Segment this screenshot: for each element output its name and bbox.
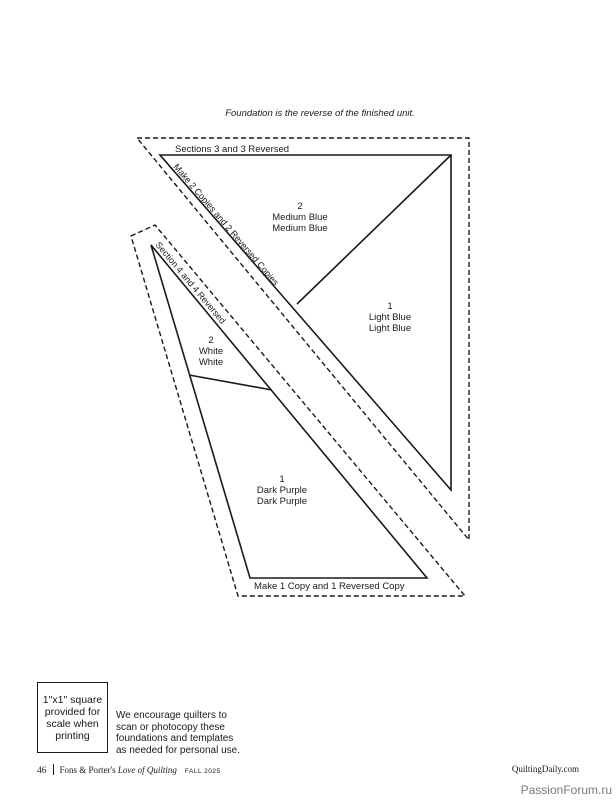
lower-piece-1-color-1: Dark Purple [257,485,307,496]
permission-line-1: We encourage quilters to [116,710,227,721]
upper-piece-2-color-1: Medium Blue [272,212,327,223]
foundation-note-text: Foundation is the reverse of the finishe… [225,108,415,119]
scale-square: 1"x1" square provided for scale when pri… [37,682,108,753]
lower-unit-instruction: Make 1 Copy and 1 Reversed Copy [254,581,405,592]
permission-line-3: foundations and templates [116,733,234,744]
lower-piece-1-color-2: Dark Purple [257,496,307,507]
upper-unit-outline [158,154,452,493]
upper-piece-1-number: 1 [387,301,392,312]
upper-unit-instruction: Make 2 Copies and 2 Reversed Copies [171,162,281,288]
lower-unit-outline [150,244,429,579]
permission-line-2: scan or photocopy these [116,721,225,733]
upper-piece-2-number: 2 [297,201,302,212]
scale-line-4: printing [55,729,90,742]
lower-piece-2-color-1: White [199,346,223,357]
lower-foundation-unit: Section 4 and 4 Reversed Make 1 Copy and… [130,224,467,597]
website-link[interactable]: QuiltingDaily.com [511,764,579,774]
upper-foundation-unit: Sections 3 and 3 Reversed Make 2 Copies … [135,137,470,542]
lower-unit-seam-allowance [130,224,467,597]
upper-piece-2-color-2: Medium Blue [272,223,327,234]
footer-divider [52,764,54,775]
publication-prefix: Fons & Porter's [59,765,116,775]
copy-permission-note: We encourage quilters to scan or photoco… [116,710,266,756]
scale-line-1: 1"x1" square [42,693,103,706]
upper-unit-seam-line [296,154,452,305]
foundation-note: Foundation is the reverse of the finishe… [0,108,616,119]
lower-unit-title: Section 4 and 4 Reversed [153,240,227,326]
upper-piece-1-color-1: Light Blue [369,312,411,323]
upper-unit-seam-allowance [135,137,470,542]
publication-title: Love of Quilting [117,765,177,775]
lower-piece-1-number: 1 [279,474,284,485]
permission-line-4: as needed for personal use. [116,744,240,756]
issue-season: FALL 2025 [184,768,221,775]
upper-unit-title: Sections 3 and 3 Reversed [175,144,289,155]
page-number: 46 [37,766,47,776]
scale-line-3: scale when [46,717,99,730]
upper-piece-1-color-2: Light Blue [369,323,411,334]
lower-piece-2-number: 2 [208,335,213,346]
page-footer-left: 46 Fons & Porter's Love of Quilting FALL 2… [37,764,221,776]
scale-square-text: 1"x1" square provided for scale when pri… [43,694,102,742]
scale-line-2: provided for [44,705,101,718]
lower-piece-2-color-2: White [199,357,223,368]
lower-unit-seam-line [188,374,273,391]
watermark: PassionForum.ru [520,783,612,797]
